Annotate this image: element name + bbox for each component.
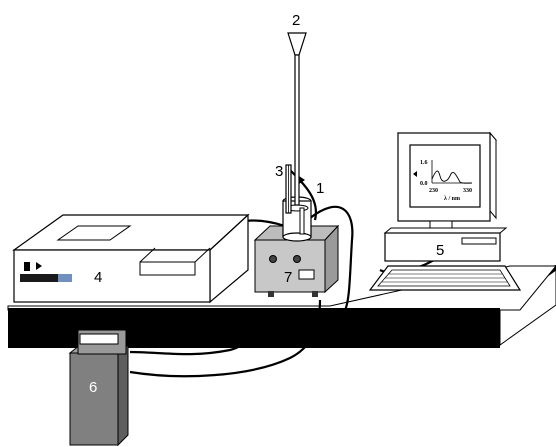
knob-right — [294, 256, 301, 263]
label-spectrophotometer: 4 — [94, 269, 102, 286]
drive-slot — [462, 238, 496, 244]
label-stirrer: 7 — [284, 269, 292, 286]
plot-x-right: 330 — [463, 188, 472, 194]
plot-y-top: 1.6 — [420, 160, 428, 166]
power-supply-display — [80, 334, 118, 344]
label-cell: 1 — [316, 180, 324, 197]
spectrophotometer: 4 — [14, 215, 248, 302]
computer: 1.6 0.0 230 330 λ / nm 5 — [370, 133, 520, 290]
plot-x-label: λ / nm — [444, 196, 460, 202]
label-electrode: 3 — [275, 163, 283, 180]
plot-x-left: 230 — [429, 188, 438, 194]
keyboard — [370, 266, 520, 290]
power-supply: 6 — [70, 330, 128, 445]
label-funnel: 2 — [292, 12, 300, 29]
stirrer-display — [299, 270, 314, 279]
label-computer: 5 — [436, 242, 444, 259]
label-power-supply: 6 — [89, 379, 97, 396]
plot-y-bottom: 0.0 — [420, 181, 428, 187]
knob-left — [270, 256, 277, 263]
